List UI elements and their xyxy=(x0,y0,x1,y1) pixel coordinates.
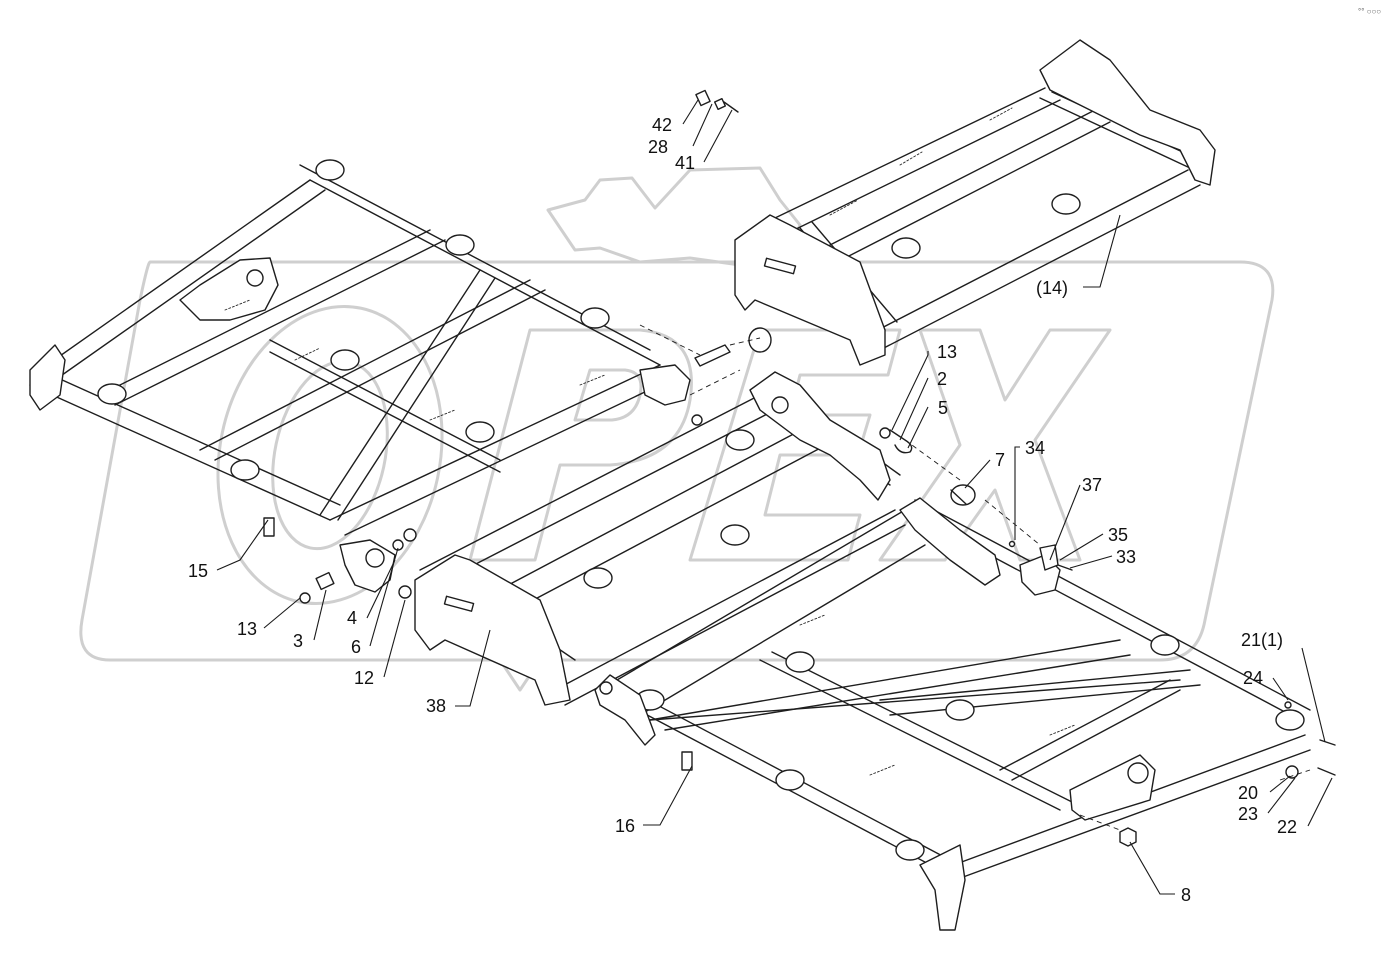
callout-24: 24 xyxy=(1243,668,1263,688)
callout-5: 5 xyxy=(938,398,948,418)
callout-3: 3 xyxy=(293,631,303,651)
leader-lines xyxy=(216,99,1333,895)
watermark-logo xyxy=(79,166,1275,692)
callout-labels: 42 28 41 (14) 13 2 5 7 34 37 35 33 15 13… xyxy=(188,115,1297,905)
callout-21: 21(1) xyxy=(1241,630,1283,650)
callout-15: 15 xyxy=(188,561,208,581)
callout-23: 23 xyxy=(1238,804,1258,824)
callout-41: 41 xyxy=(675,153,695,173)
right-frame xyxy=(594,497,1311,931)
callout-22: 22 xyxy=(1277,817,1297,837)
callout-38: 38 xyxy=(426,696,446,716)
upper-right-frame xyxy=(734,39,1216,366)
callout-4: 4 xyxy=(347,608,357,628)
corner-mark: °° ○○○ xyxy=(1358,7,1381,16)
middle-frame xyxy=(414,371,906,706)
callout-20: 20 xyxy=(1238,783,1258,803)
callout-42: 42 xyxy=(652,115,672,135)
callout-12: 12 xyxy=(354,668,374,688)
callout-16: 16 xyxy=(615,816,635,836)
hardware xyxy=(263,89,1336,847)
callout-13-upper: 13 xyxy=(937,342,957,362)
callout-14: (14) xyxy=(1036,278,1068,298)
callout-35: 35 xyxy=(1108,525,1128,545)
callout-28: 28 xyxy=(648,137,668,157)
callout-37: 37 xyxy=(1082,475,1102,495)
assembly-lines xyxy=(639,324,1311,831)
callout-33: 33 xyxy=(1116,547,1136,567)
callout-2: 2 xyxy=(937,369,947,389)
callout-6: 6 xyxy=(351,637,361,657)
callout-34: 34 xyxy=(1025,438,1045,458)
left-frame xyxy=(29,159,691,593)
callout-7: 7 xyxy=(995,450,1005,470)
callout-8: 8 xyxy=(1181,885,1191,905)
callout-13-lower: 13 xyxy=(237,619,257,639)
